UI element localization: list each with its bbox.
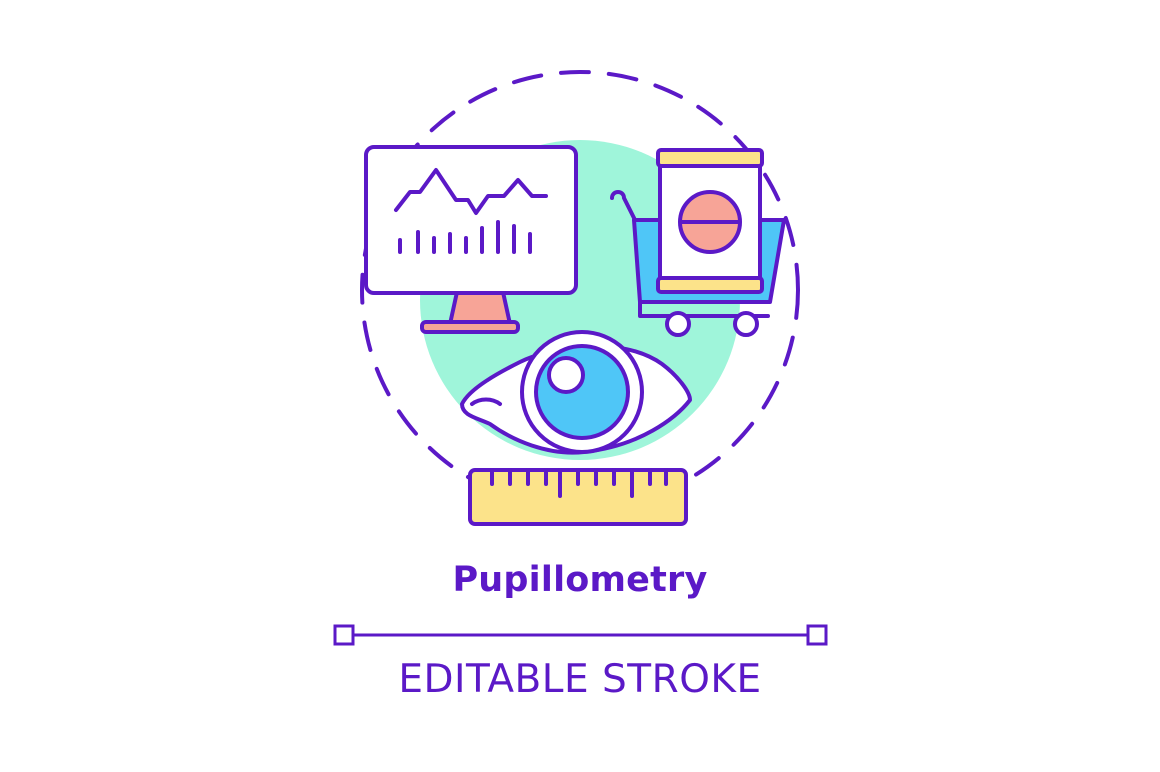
cart-handle xyxy=(610,190,638,224)
stroke-handle-left xyxy=(333,624,355,646)
chart-bars xyxy=(398,220,532,254)
eye-iris xyxy=(534,344,630,440)
editable-stroke-line xyxy=(333,624,828,646)
eye-highlight xyxy=(547,356,585,394)
product-package-icon xyxy=(656,148,764,294)
chart-monitor-icon xyxy=(364,145,578,334)
package-top-band xyxy=(656,148,764,168)
stroke-handle-right xyxy=(806,624,828,646)
monitor-stand xyxy=(448,290,512,326)
eye-tear-duct xyxy=(470,397,502,406)
monitor-screen xyxy=(364,145,578,295)
page-title: Pupillometry xyxy=(452,560,708,600)
cart-wheel-left xyxy=(665,311,691,337)
ruler-icon xyxy=(468,468,688,526)
editable-stroke-caption: EDITABLE STROKE xyxy=(398,657,762,702)
cart-wheel-right xyxy=(733,311,759,337)
cart-frame xyxy=(638,300,770,318)
eye-icon xyxy=(460,330,692,455)
concept-icon-art xyxy=(360,70,800,526)
monitor-base xyxy=(420,320,520,334)
chart-line xyxy=(394,168,548,215)
ruler-ticks xyxy=(490,468,668,498)
package-bottom-band xyxy=(656,276,764,294)
